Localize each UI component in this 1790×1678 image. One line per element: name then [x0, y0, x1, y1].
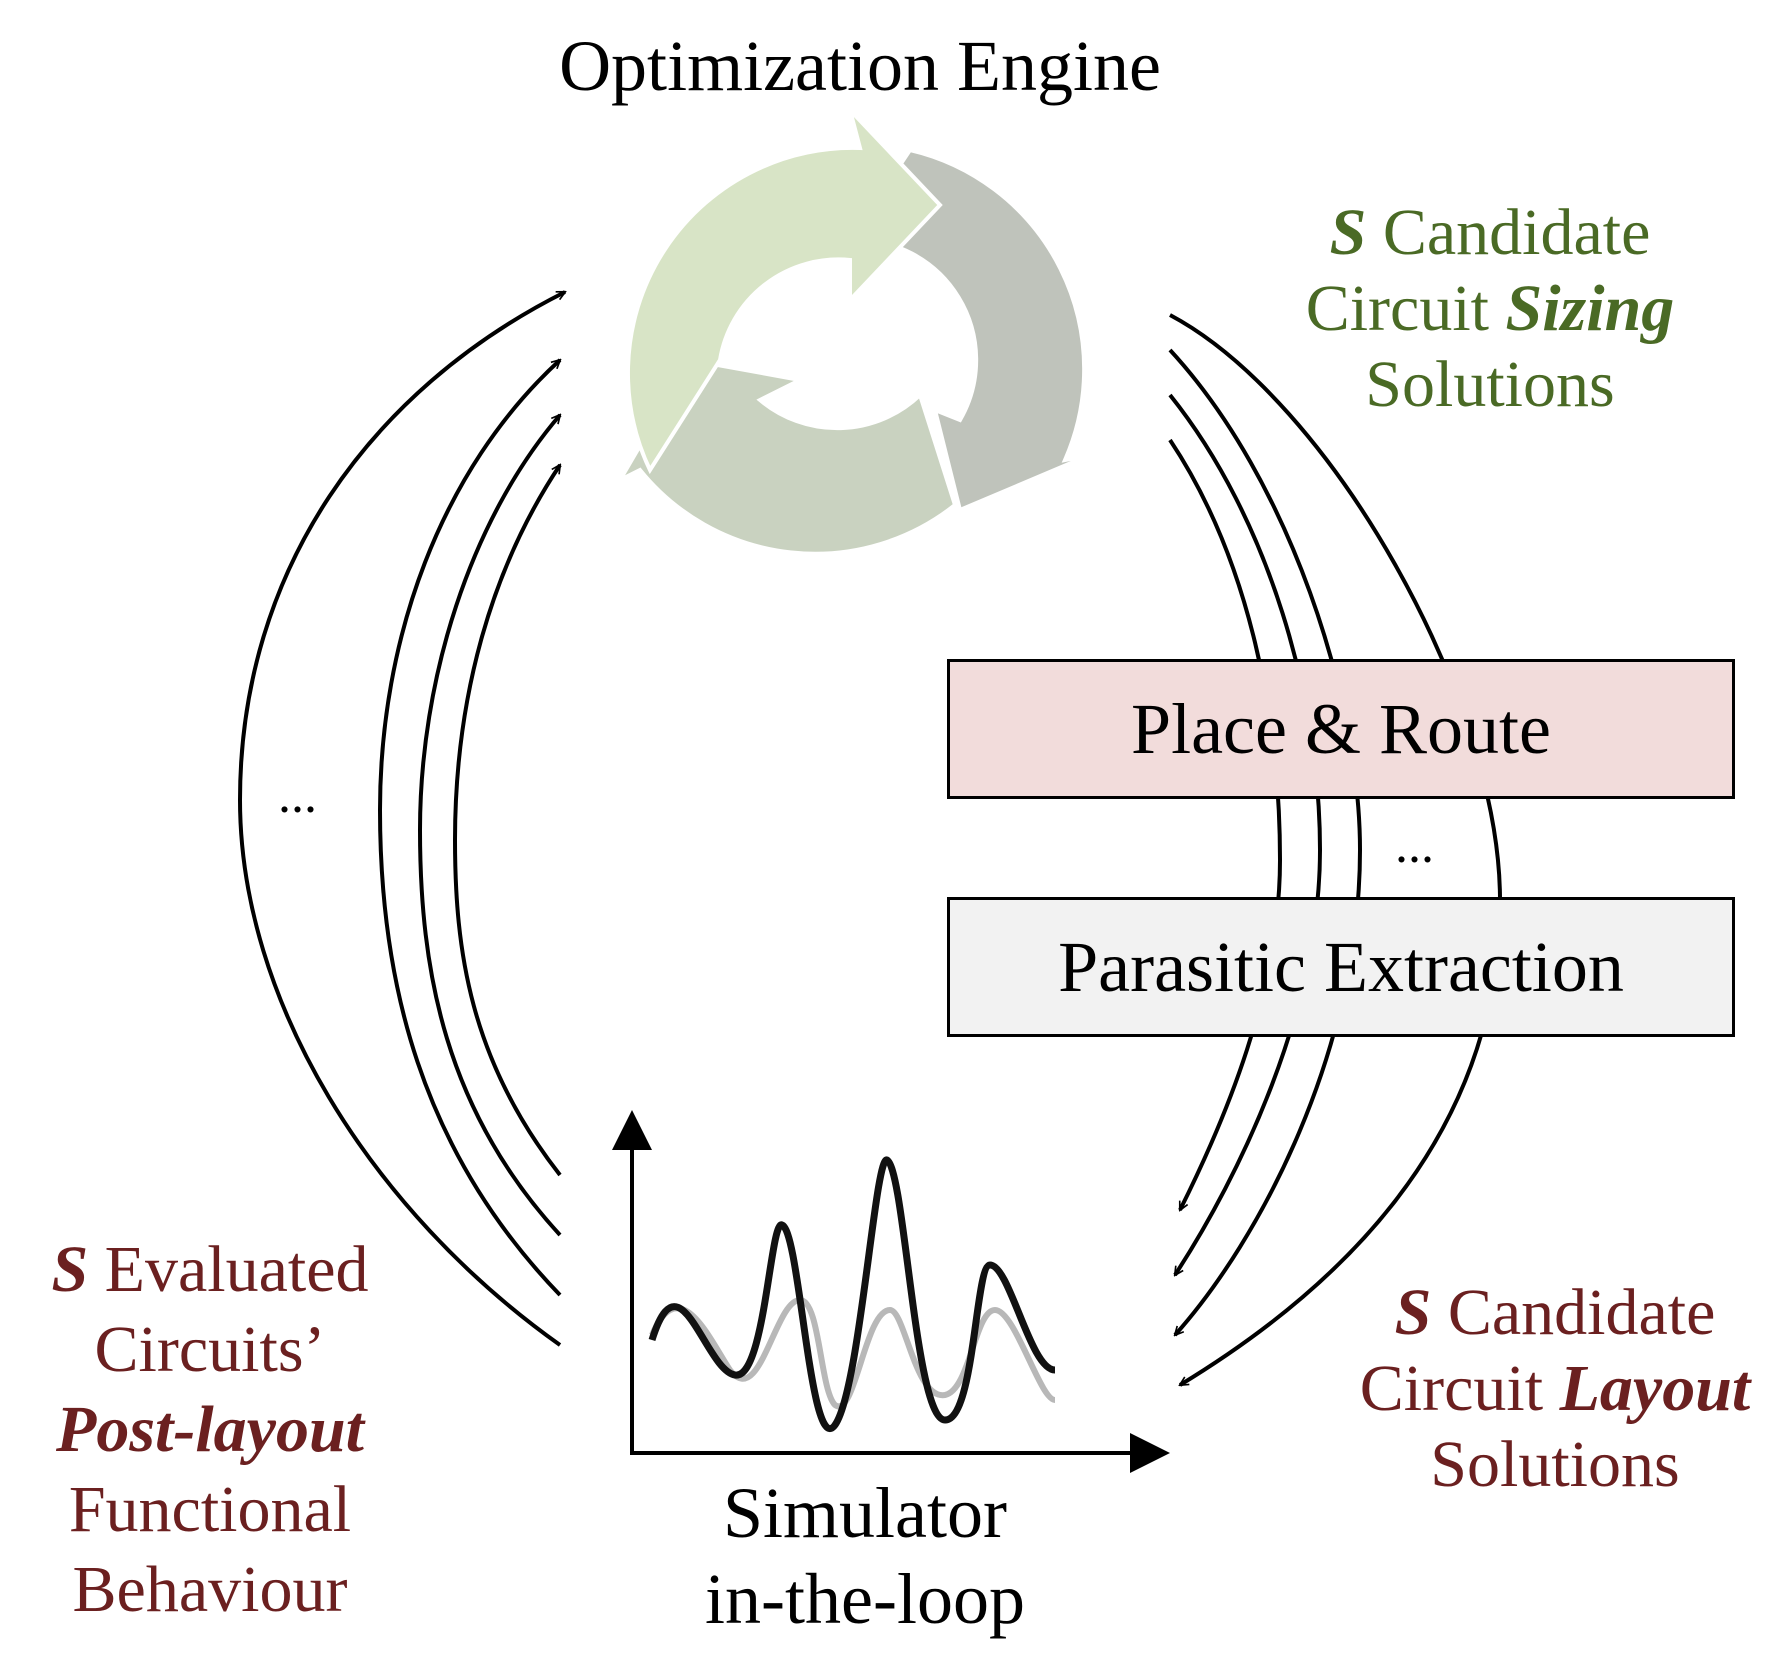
eval-line-3: Post-layout — [56, 1393, 364, 1466]
cycle-arrow-grey — [846, 147, 1091, 513]
s-symbol: S — [1329, 196, 1367, 269]
optimization-engine-title: Optimization Engine — [559, 26, 1161, 106]
left-arc-2 — [417, 415, 560, 1237]
cycle-arrow-light — [625, 108, 943, 475]
right-arcs — [1168, 313, 1503, 1387]
layout-line-3: Solutions — [1430, 1428, 1680, 1501]
s-symbol: S — [51, 1233, 89, 1306]
plot-signal-wave — [648, 1156, 1056, 1432]
sizing-line-2-text: Circuit — [1305, 272, 1506, 345]
right-ellipsis: ... — [1395, 817, 1434, 874]
cycle-arrow-mid — [614, 357, 958, 556]
parasitic-extraction-box: Parasitic Extraction — [947, 897, 1735, 1037]
cycle-icon — [614, 108, 1091, 556]
layout-line-2: Circuit Layout — [1320, 1351, 1790, 1427]
eval-line-5: Behaviour — [72, 1553, 348, 1626]
simulator-label: Simulator in-the-loop — [600, 1470, 1130, 1642]
right-arc-2 — [1168, 393, 1323, 1275]
simulator-plot — [612, 1110, 1170, 1473]
left-arc-outer — [237, 290, 565, 1347]
left-arcs — [237, 290, 565, 1347]
sizing-line-3: Solutions — [1365, 348, 1615, 421]
layout-solutions-label: S Candidate Circuit Layout Solutions — [1320, 1275, 1790, 1503]
layout-line-1-text: Candidate — [1431, 1276, 1716, 1349]
left-ellipsis: ... — [278, 767, 317, 824]
right-arc-3 — [1168, 348, 1363, 1335]
place-route-box: Place & Route — [947, 659, 1735, 799]
eval-line-2: Circuits’ — [94, 1313, 326, 1386]
sizing-line-2: Circuit Sizing — [1270, 271, 1710, 347]
layout-line-2-text: Circuit — [1359, 1352, 1560, 1425]
eval-line-1: S Evaluated — [0, 1230, 420, 1310]
eval-line-1-text: Evaluated — [88, 1233, 369, 1306]
sizing-line-1-text: Candidate — [1366, 196, 1651, 269]
layout-line-1: S Candidate — [1320, 1275, 1790, 1351]
sizing-solutions-label: S Candidate Circuit Sizing Solutions — [1270, 195, 1710, 423]
simulator-line-1: Simulator — [723, 1473, 1007, 1553]
right-arc-1 — [1168, 438, 1283, 1210]
right-arc-outer — [1169, 313, 1503, 1387]
simulator-line-2: in-the-loop — [705, 1559, 1025, 1639]
sizing-emphasis: Sizing — [1505, 272, 1675, 345]
left-arc-1 — [452, 465, 562, 1177]
left-arc-3 — [377, 360, 560, 1297]
evaluated-circuits-label: S Evaluated Circuits’ Post-layout Functi… — [0, 1230, 420, 1630]
eval-line-4: Functional — [68, 1473, 352, 1546]
sizing-line-1: S Candidate — [1270, 195, 1710, 271]
layout-emphasis: Layout — [1559, 1352, 1751, 1425]
s-symbol: S — [1394, 1276, 1432, 1349]
